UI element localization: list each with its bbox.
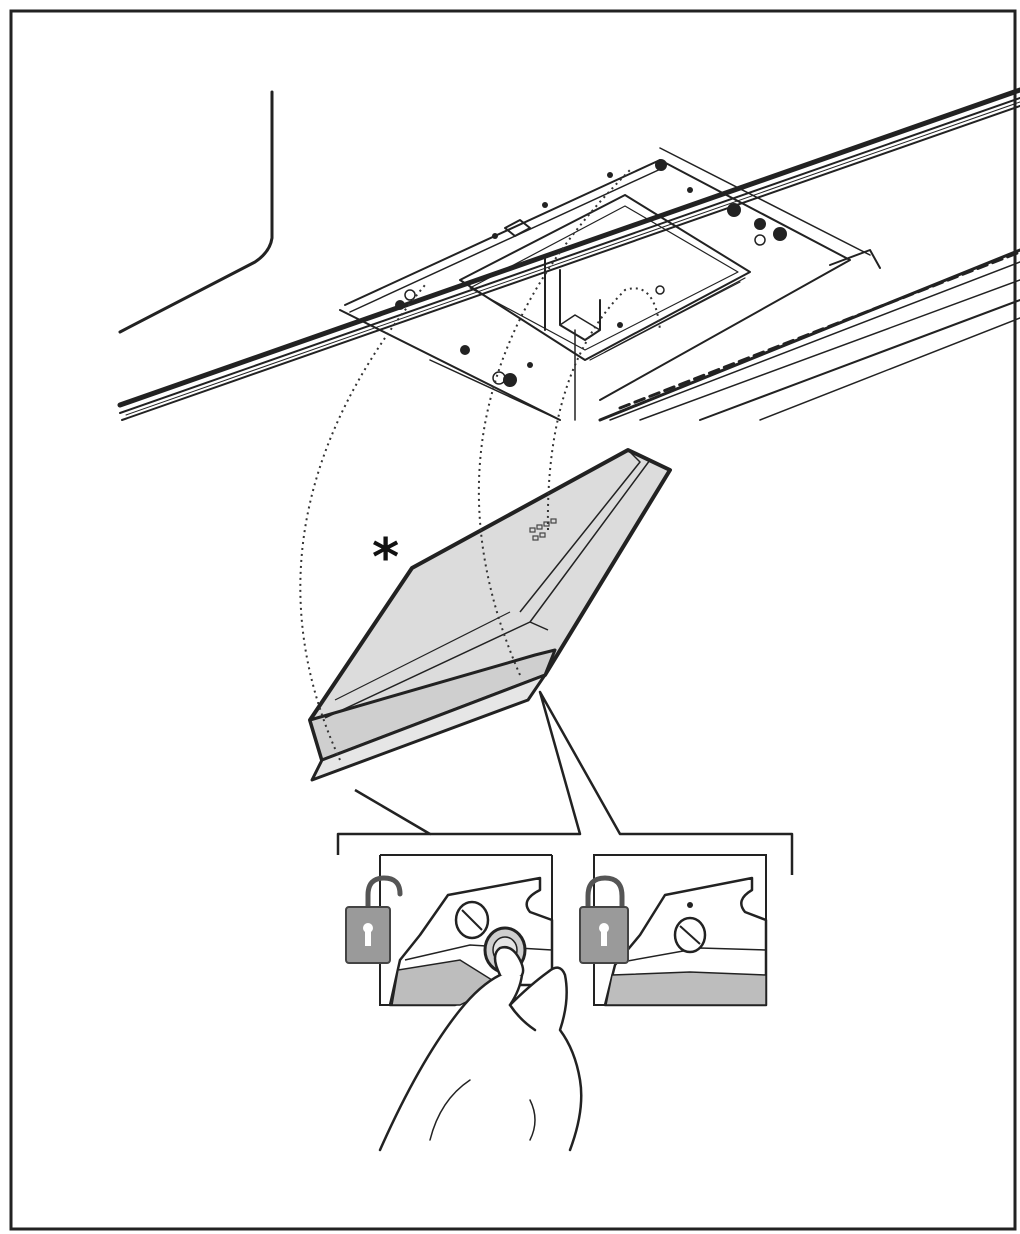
locked-padlock-icon [579, 875, 629, 964]
callout-leaders [336, 690, 794, 875]
filter-panel [308, 448, 672, 782]
detail-lock [593, 854, 768, 1007]
filter-vent-marks [529, 518, 557, 541]
detail-unlock [379, 854, 554, 1007]
unlocked-padlock-icon [345, 875, 403, 964]
asterisk-marker: * [372, 528, 399, 588]
hand-icon [378, 946, 583, 1152]
hood-screw-rings [404, 234, 766, 385]
insertion-path-arcs [299, 169, 661, 761]
hood-screws [395, 159, 787, 387]
hood-underside [117, 87, 1020, 422]
diagram-frame [9, 9, 1017, 1231]
